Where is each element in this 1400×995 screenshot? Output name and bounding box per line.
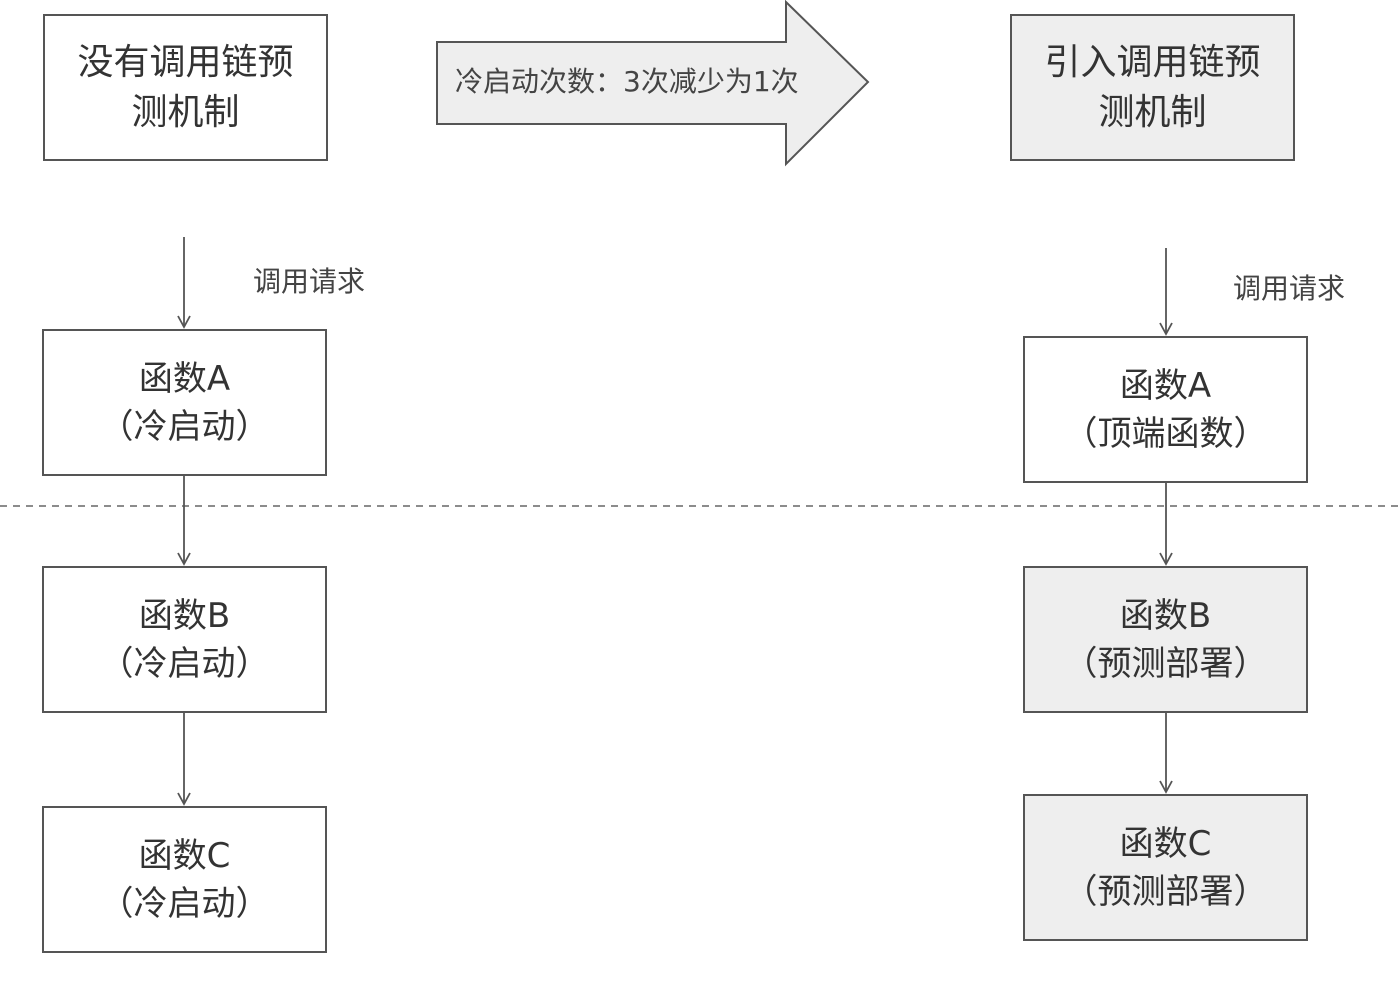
- right-function-b-box: 函数B （预测部署）: [1023, 566, 1308, 713]
- left-function-c-name: 函数C: [138, 835, 231, 876]
- left-title-box: 没有调用链预 测机制: [43, 14, 328, 161]
- banner-text: 冷启动次数：3次减少为1次: [455, 65, 799, 98]
- right-function-c-status: （预测部署）: [1063, 871, 1268, 912]
- left-function-b-box: 函数B （冷启动）: [42, 566, 327, 713]
- right-request-label: 调用请求: [1233, 272, 1346, 305]
- left-function-a-name: 函数A: [138, 358, 231, 399]
- right-function-b-name: 函数B: [1119, 595, 1212, 636]
- right-function-a-name: 函数A: [1119, 365, 1212, 406]
- left-title-line1: 没有调用链预: [77, 41, 294, 83]
- left-title-line2: 测机制: [131, 91, 240, 133]
- right-title-line1: 引入调用链预: [1044, 41, 1261, 83]
- right-title-line2: 测机制: [1098, 91, 1207, 133]
- left-function-a-box: 函数A （冷启动）: [42, 329, 327, 476]
- right-function-a-box: 函数A （顶端函数）: [1023, 336, 1308, 483]
- left-request-label: 调用请求: [253, 265, 366, 298]
- left-function-c-box: 函数C （冷启动）: [42, 806, 327, 953]
- left-function-a-status: （冷启动）: [99, 406, 270, 447]
- right-function-c-name: 函数C: [1119, 823, 1212, 864]
- left-function-c-status: （冷启动）: [99, 883, 270, 924]
- right-function-b-status: （预测部署）: [1063, 643, 1268, 684]
- banner-arrow: [436, 0, 870, 167]
- right-function-a-status: （顶端函数）: [1063, 413, 1268, 454]
- left-function-b-status: （冷启动）: [99, 643, 270, 684]
- right-function-c-box: 函数C （预测部署）: [1023, 794, 1308, 941]
- left-function-b-name: 函数B: [138, 595, 231, 636]
- right-title-box: 引入调用链预 测机制: [1010, 14, 1295, 161]
